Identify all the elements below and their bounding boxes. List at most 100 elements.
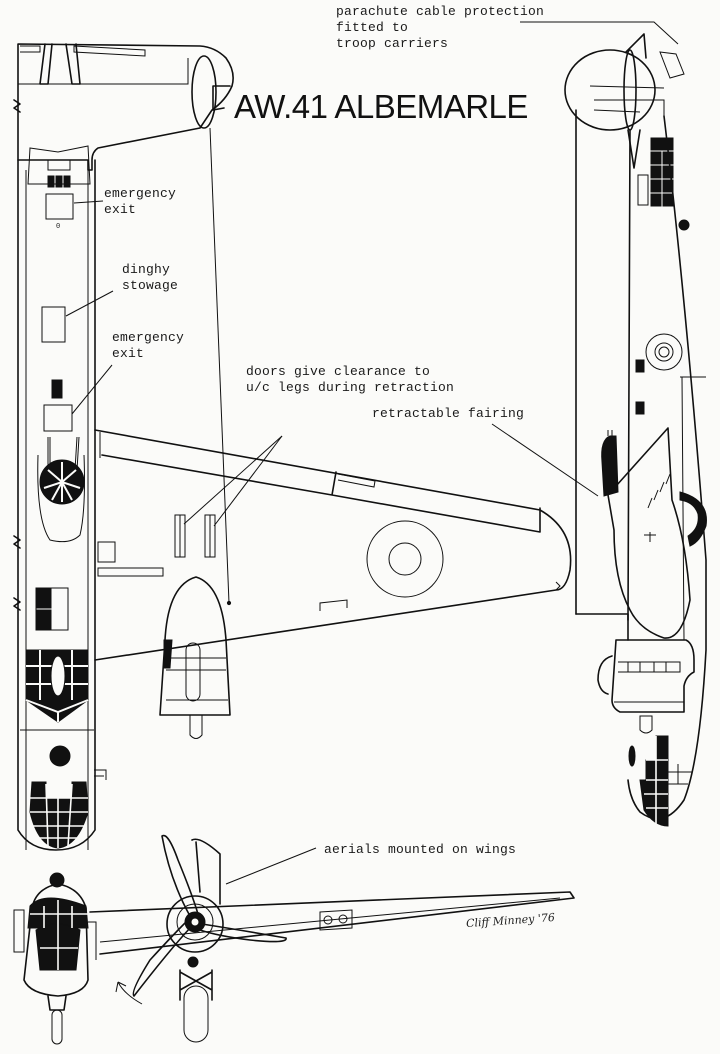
- leader-aerials: [225, 847, 317, 885]
- tailplane: [17, 43, 234, 171]
- emergency-exit-mid: [43, 404, 73, 432]
- break-line-3: [13, 597, 21, 611]
- leader-parachute: [520, 21, 679, 45]
- propeller-blade-right: [199, 923, 287, 943]
- engine-intake: [187, 956, 199, 968]
- wingtip-light: [555, 581, 561, 591]
- engine-cowling: [166, 895, 224, 953]
- plan-view: [13, 43, 572, 851]
- label-line: emergency: [104, 186, 177, 201]
- label-retractable-fairing: retractable fairing: [372, 406, 525, 421]
- emergency-exit-top: [45, 193, 74, 220]
- leader-emergency-mid: [71, 364, 113, 415]
- side-blister: [628, 745, 636, 767]
- side-ring: [679, 491, 707, 547]
- exhaust-stubs: [163, 639, 173, 669]
- window-3: [63, 175, 71, 188]
- wing-aerial-panel: [319, 909, 353, 931]
- leader-dinghy: [65, 290, 114, 317]
- front-fuselage-sides: [13, 909, 97, 960]
- side-roundel-inner: [658, 346, 670, 358]
- front-main-wheel: [183, 985, 209, 1043]
- front-wing-line: [99, 897, 561, 943]
- pitot: [94, 769, 107, 780]
- side-port: [678, 219, 690, 231]
- fuselage: [17, 159, 96, 851]
- nacelle-bands: [166, 657, 228, 701]
- label-line: stowage: [122, 278, 179, 293]
- guide-line-tail: [209, 127, 230, 604]
- propeller-blade-left: [132, 921, 191, 997]
- aerial-left: [323, 915, 333, 925]
- window-mid: [51, 379, 63, 399]
- side-fairing-marker: [644, 532, 656, 542]
- label-dinghy-stowage: dinghy stowage: [122, 262, 178, 294]
- side-prop-hub: [597, 655, 613, 695]
- engine-nacelle: [159, 576, 231, 716]
- side-turret: [601, 435, 619, 497]
- side-panel-line: [680, 376, 706, 641]
- hatch-marker: 0: [56, 223, 61, 231]
- leader-lines: [65, 21, 679, 885]
- wing-panel: [97, 541, 116, 563]
- rudder-tab: [212, 85, 231, 111]
- front-main-gear: [179, 969, 213, 1001]
- nose-frames: [30, 783, 88, 848]
- label-line: dinghy: [122, 262, 171, 277]
- aileron: [101, 454, 541, 533]
- side-pitot: [668, 764, 692, 785]
- label-emergency-exit-mid: emergency exit: [112, 330, 184, 362]
- dinghy-stowage-hatch: [41, 306, 66, 343]
- tailplane-side: [589, 85, 665, 116]
- side-window-a: [635, 359, 645, 373]
- label-emergency-exit-top: emergency exit: [104, 186, 176, 218]
- tail-rudder-disc: [191, 55, 217, 129]
- side-nacelle-bands: [614, 661, 684, 703]
- front-frames: [30, 900, 88, 970]
- cable-guard: [659, 51, 685, 79]
- label-line: parachute cable protection: [336, 4, 545, 19]
- tail-fin-left: [39, 43, 53, 85]
- elevator-line: [18, 58, 189, 85]
- propeller-blade-up: [161, 834, 199, 917]
- side-turret-guns: [607, 430, 613, 436]
- label-line: u/c legs during retraction: [246, 380, 455, 395]
- label-line: emergency: [112, 330, 185, 345]
- side-nose-glazing: [639, 735, 669, 827]
- side-view: [564, 33, 707, 827]
- leader-doors-left: [183, 435, 283, 525]
- flap-ribs: [647, 473, 671, 509]
- front-astrodome: [49, 872, 65, 888]
- tail-fin-right: [65, 43, 81, 85]
- break-line-2: [13, 535, 21, 549]
- window-frame: [35, 587, 69, 631]
- side-nacelle: [611, 639, 695, 713]
- label-line: exit: [112, 346, 145, 361]
- dorsal-fairing: [27, 145, 91, 185]
- flap-hinge: [319, 599, 348, 611]
- side-roundel-outer: [645, 333, 683, 371]
- tail-fin-upright: [625, 33, 647, 59]
- leader-emergency-top: [73, 200, 104, 204]
- turret-fairing: [37, 454, 85, 543]
- label-aerials: aerials mounted on wings: [324, 842, 517, 857]
- elevator-tab: [73, 45, 146, 57]
- window-2: [55, 175, 63, 188]
- spinner: [190, 917, 200, 927]
- aileron-tab: [337, 473, 376, 488]
- label-line: exit: [104, 202, 137, 217]
- rudder-edge: [623, 49, 637, 131]
- side-hatch: [637, 174, 649, 206]
- tail-cone: [627, 129, 641, 169]
- fin-front: [191, 838, 221, 905]
- cockpit-hatch: [50, 655, 66, 697]
- front-view: [13, 834, 575, 1045]
- front-nose-gear: [47, 995, 67, 1011]
- rotation-arrow: [115, 981, 143, 1005]
- front-fuselage: [23, 883, 89, 997]
- window-pane-1: [36, 588, 52, 609]
- drawing-title: AW.41 ALBEMARLE: [234, 88, 528, 125]
- side-window-c: [635, 403, 645, 415]
- hatch-outline: [47, 159, 71, 171]
